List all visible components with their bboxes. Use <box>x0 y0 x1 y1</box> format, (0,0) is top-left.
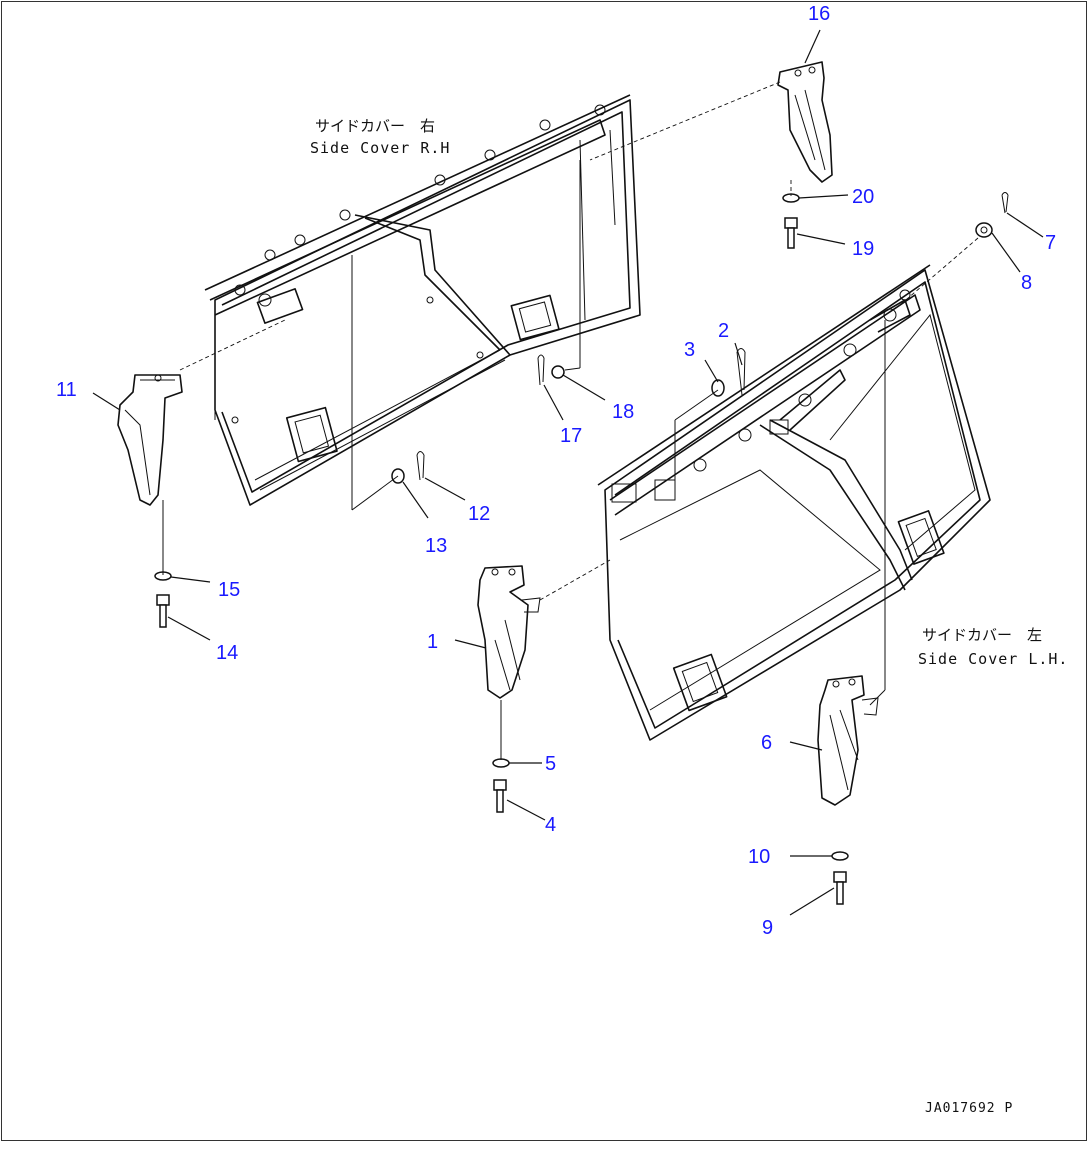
side-cover-lh-en-label: Side Cover L.H. <box>918 650 1068 668</box>
side-cover-lh-jp-label: サイドカバー 左 <box>922 626 1042 644</box>
side-cover-rh-drawing <box>204 94 641 506</box>
bracket-16-drawing <box>777 61 833 183</box>
bracket-1-drawing <box>477 565 541 699</box>
callout-2: 2 <box>718 320 729 342</box>
callout-19: 19 <box>852 238 874 260</box>
callout-8: 8 <box>1021 272 1032 294</box>
callout-11: 11 <box>56 379 77 401</box>
callout-14: 14 <box>216 642 238 664</box>
side-cover-lh-drawing <box>597 264 991 741</box>
side-cover-rh-jp-label: サイドカバー 右 <box>315 117 435 135</box>
callout-4: 4 <box>545 814 556 836</box>
callout-7: 7 <box>1045 232 1056 254</box>
callout-13: 13 <box>425 535 447 557</box>
figure-id: JA017692 P <box>925 1101 1013 1116</box>
assembly-lines <box>162 81 979 760</box>
small-parts <box>154 192 1009 905</box>
bracket-6-drawing <box>817 675 879 806</box>
callout-12: 12 <box>468 503 490 525</box>
callout-18: 18 <box>612 401 634 423</box>
leader-lines <box>92 29 1044 916</box>
callout-3: 3 <box>684 339 695 361</box>
side-cover-rh-en-label: Side Cover R.H <box>310 139 450 157</box>
callout-15: 15 <box>218 579 240 601</box>
callout-16: 16 <box>808 3 830 25</box>
callout-10: 10 <box>748 846 770 868</box>
callout-17: 17 <box>560 425 582 447</box>
bracket-11-drawing <box>117 374 183 506</box>
callout-9: 9 <box>762 917 773 939</box>
callout-20: 20 <box>852 186 874 208</box>
callout-1: 1 <box>427 631 438 653</box>
callout-5: 5 <box>545 753 556 775</box>
callout-6: 6 <box>761 732 772 754</box>
